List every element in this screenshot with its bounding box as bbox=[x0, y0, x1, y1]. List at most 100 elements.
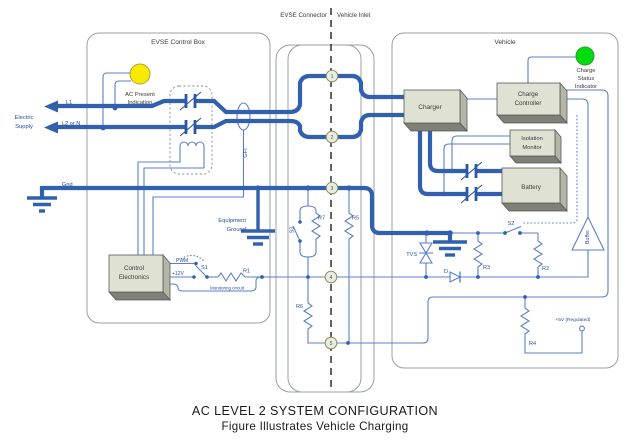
ac-present-lamp-icon bbox=[129, 63, 151, 85]
batt-contact-slash-2 bbox=[460, 184, 483, 204]
s3-label: S3 bbox=[290, 227, 296, 233]
charge-controller-label-2: Controller bbox=[515, 100, 542, 107]
s3-blade bbox=[292, 225, 301, 242]
electric-supply-label-1: Electric bbox=[14, 115, 33, 121]
control-electronics-label-1: Control bbox=[124, 265, 144, 272]
pin-3-label: 3 bbox=[331, 186, 334, 192]
charge-controller-box bbox=[496, 81, 568, 125]
buffer-label: Buffer bbox=[585, 230, 591, 244]
control-electronics-label-2: Electronics bbox=[119, 274, 149, 281]
chassis-ground-symbol bbox=[433, 240, 467, 257]
electric-supply-label-2: Supply bbox=[15, 124, 33, 130]
ac-present-wire-l2 bbox=[102, 72, 130, 128]
resistor-r4 bbox=[519, 297, 583, 354]
s3-branch bbox=[299, 205, 309, 258]
tvs-device bbox=[419, 233, 433, 277]
s2-blade bbox=[504, 225, 522, 234]
r3-label: R3 bbox=[483, 265, 490, 271]
pin-5 bbox=[324, 336, 338, 350]
pin-4-label: 4 bbox=[330, 275, 333, 281]
equipment-ground-symbol bbox=[241, 229, 275, 246]
contactor-symbols bbox=[179, 91, 483, 204]
equipment-ground-label-1: Equipment bbox=[218, 218, 246, 224]
pin-2-label: 2 bbox=[331, 135, 334, 141]
contactor-coil bbox=[179, 141, 205, 147]
component-boxes bbox=[108, 81, 568, 302]
ac-present-label-1: AC Present bbox=[125, 92, 155, 98]
isolation-monitor-label-2: Monitor bbox=[522, 145, 541, 151]
pin-3 bbox=[325, 181, 339, 195]
pin-1-label: 1 bbox=[331, 74, 334, 80]
l1-wire bbox=[58, 73, 404, 115]
iso-monitor-wire-1 bbox=[451, 135, 510, 171]
status-indicator-wire bbox=[527, 56, 576, 83]
buffer-amp bbox=[571, 215, 605, 251]
coil-lead-2 bbox=[143, 146, 205, 255]
v12-label: +12V bbox=[172, 271, 184, 277]
signal-wires bbox=[102, 56, 609, 354]
l2-arrow bbox=[44, 121, 58, 134]
battery-box bbox=[501, 166, 568, 213]
resistor-r2 bbox=[532, 233, 544, 277]
pin-2 bbox=[325, 130, 339, 144]
battery-wire-upper bbox=[427, 123, 502, 174]
monitoring-loop bbox=[163, 276, 262, 292]
l1-arrow bbox=[44, 100, 58, 113]
r7-label: R7 bbox=[318, 216, 325, 222]
charger-label: Charger bbox=[418, 104, 442, 111]
charge-controller-label-1: Charge bbox=[518, 91, 539, 98]
resistor-r6 bbox=[302, 257, 325, 344]
battery-label: Battery bbox=[521, 184, 542, 191]
diagram-labels: EVSE Connector Vehicle Inlet EVSE Contro… bbox=[14, 12, 597, 433]
iso-monitor-wire-2 bbox=[443, 143, 510, 194]
plus5v-terminal bbox=[579, 325, 585, 332]
batt-contact-slash-1 bbox=[460, 161, 483, 181]
evse-control-box-label: EVSE Control Box bbox=[151, 39, 206, 46]
pin-1 bbox=[325, 69, 339, 83]
tvs-label: TVS bbox=[406, 252, 417, 258]
supply-ground-symbol bbox=[27, 196, 57, 213]
s1-label: S1 bbox=[201, 265, 208, 271]
l2-label: L2 or N bbox=[62, 121, 80, 127]
control-electronics-box bbox=[108, 253, 171, 302]
charge-status-label-1: Charge bbox=[576, 68, 595, 74]
charge-status-lamp-icon bbox=[575, 46, 595, 66]
d-label: D bbox=[444, 269, 448, 275]
evse-connector-label: EVSE Connector bbox=[280, 12, 327, 19]
gfi-sense-wire bbox=[152, 130, 245, 255]
charge-status-label-2: Status bbox=[578, 76, 595, 82]
battery-wire-lower bbox=[417, 123, 502, 197]
l2-wire bbox=[58, 112, 404, 140]
l2-contact-slash bbox=[179, 117, 202, 137]
r1-label: R1 bbox=[243, 269, 250, 275]
pilot-wire-vehicle bbox=[337, 250, 589, 278]
connector-pins bbox=[324, 69, 339, 350]
r6-label: R6 bbox=[296, 304, 303, 310]
gnd-label: Gnd bbox=[62, 182, 73, 188]
pin-5-label: 5 bbox=[330, 341, 333, 347]
r2-label: R2 bbox=[542, 266, 549, 272]
ac-present-label-2: Indication bbox=[128, 100, 153, 106]
pin-4 bbox=[324, 270, 338, 284]
equipment-ground-label-2: Ground bbox=[227, 227, 246, 233]
coil-lead-1 bbox=[137, 146, 181, 255]
l1-label: L1 bbox=[66, 100, 72, 106]
diagram-title: AC LEVEL 2 SYSTEM CONFIGURATION bbox=[192, 404, 438, 418]
plus5v-label: +5V (Regulated) bbox=[555, 317, 590, 323]
proximity-wire bbox=[337, 89, 609, 344]
diode-d bbox=[449, 271, 462, 283]
resistor-r1 bbox=[217, 271, 246, 283]
resistor-r3 bbox=[472, 233, 484, 277]
resistor-r7 bbox=[307, 205, 322, 258]
charger-box bbox=[403, 88, 468, 133]
monitoring-circuit-label: Monitoring circuit bbox=[210, 286, 245, 291]
diagram-subtitle: Figure Illustrates Vehicle Charging bbox=[221, 420, 408, 433]
contactor-dotted-box bbox=[169, 85, 213, 175]
charge-status-label-3: Indicator bbox=[575, 84, 597, 90]
buffer-output-wire bbox=[560, 98, 589, 217]
isolation-monitor-box bbox=[509, 128, 562, 165]
isolation-monitor-label-1: Isolation bbox=[521, 136, 543, 142]
r4-label: R4 bbox=[529, 341, 536, 347]
